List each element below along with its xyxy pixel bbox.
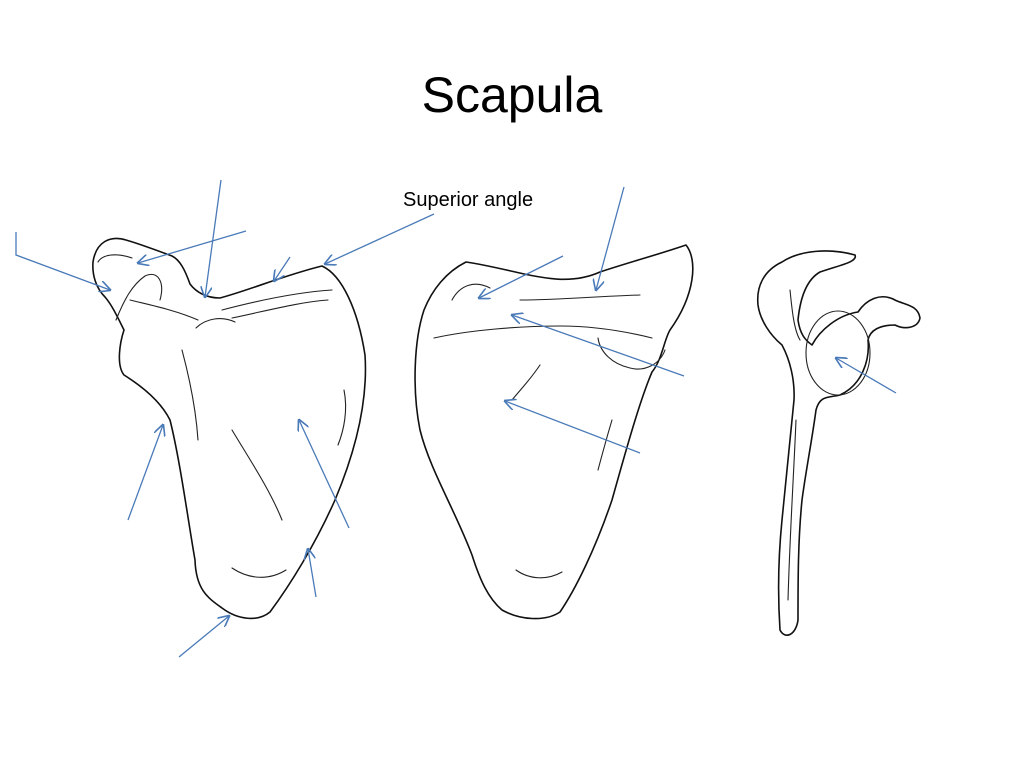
arrow-1 — [138, 230, 247, 263]
arrow-7 — [178, 616, 229, 658]
arrow-4 — [127, 425, 163, 521]
arrow-superior-angle — [325, 213, 435, 264]
arrow-5 — [299, 420, 350, 529]
arrow-6 — [308, 549, 317, 598]
arrow-3 — [274, 256, 291, 281]
arrow-acromion — [15, 232, 110, 290]
arrow-9 — [596, 186, 625, 290]
arrow-2 — [205, 179, 222, 297]
arrow-11 — [505, 401, 641, 454]
scapula-lateral-view — [756, 250, 921, 636]
arrow-10 — [512, 315, 685, 377]
scapula-anterior-view — [414, 244, 694, 620]
arrow-8 — [479, 255, 564, 298]
label-superior-angle: Superior angle — [403, 189, 534, 211]
label-arrows — [15, 179, 897, 658]
slide-title: Scapula — [421, 67, 603, 123]
arrow-12 — [836, 358, 897, 394]
scapula-posterior-view — [92, 237, 367, 620]
